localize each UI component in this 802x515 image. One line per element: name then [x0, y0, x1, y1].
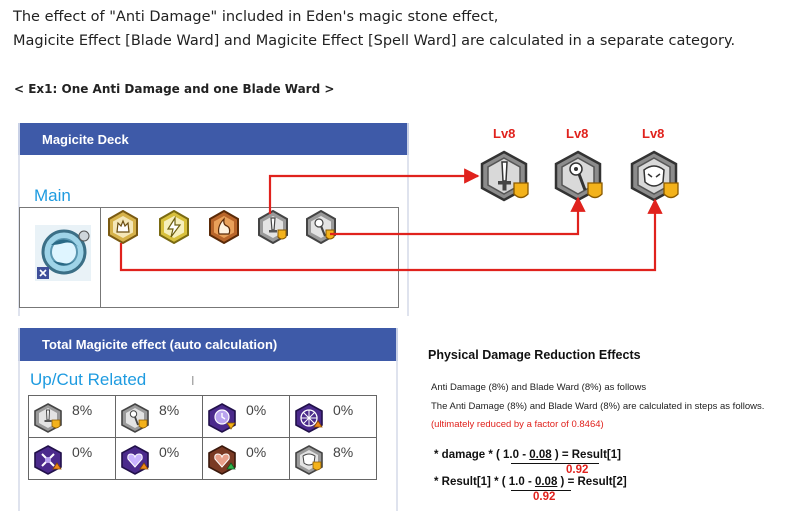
- anti-damage-value: 8%: [333, 444, 354, 460]
- blade-ward-value: 8%: [72, 402, 93, 418]
- arrow-spell-ward: [330, 196, 586, 236]
- arrow-anti-damage: [119, 198, 663, 272]
- effect-cell: 0%: [28, 437, 116, 480]
- arrow-blade-ward: [268, 168, 480, 214]
- wolf-magicite-icon[interactable]: [106, 210, 140, 244]
- time-cut-value: 0%: [246, 402, 267, 418]
- anti-damage-level: Lv8: [642, 126, 665, 141]
- deck-section-label: Main: [34, 186, 71, 205]
- upcut-section-label: Up/Cut Related: [30, 370, 147, 389]
- effect-cell: 0%: [289, 395, 377, 438]
- magicite-deck-header: Magicite Deck: [18, 123, 409, 155]
- formula-2-suffix: ) = Result[2]: [557, 476, 627, 488]
- magic-circle-up-icon: [294, 403, 324, 433]
- effect-cell: 8%: [115, 395, 203, 438]
- total-effect-panel: [18, 361, 398, 511]
- total-effect-header: Total Magicite effect (auto calculation): [18, 328, 398, 361]
- text-cursor: I: [191, 374, 195, 388]
- heal-up-value: 0%: [246, 444, 267, 460]
- blade-ward-icon: [33, 403, 63, 433]
- formula-2-result: 0.92: [533, 491, 556, 503]
- formula-1-fraction-bar: [511, 463, 599, 464]
- blade-ward-level: Lv8: [493, 126, 516, 141]
- magic-circle-up-value: 0%: [333, 402, 354, 418]
- effect-cell: 0%: [115, 437, 203, 480]
- explanation-title: Physical Damage Reduction Effects: [428, 348, 641, 362]
- formula-1: * damage * ( 1.0 - 0.08 ) = Result[1]: [434, 449, 621, 461]
- effect-cell: 0%: [202, 395, 290, 438]
- anti-damage-icon: [294, 445, 324, 475]
- formula-1-suffix: ) = Result[1]: [551, 449, 621, 461]
- eden-magicite-icon[interactable]: [35, 225, 91, 281]
- formula-2-fraction-bar: [511, 490, 571, 491]
- lightning-magicite-icon[interactable]: [157, 210, 191, 244]
- example-heading: < Ex1: One Anti Damage and one Blade War…: [14, 82, 335, 96]
- table-row: 8% 8% 0% 0%: [28, 395, 377, 438]
- anti-damage-large-icon: [628, 150, 682, 204]
- explanation-line-3: (ultimately reduced by a factor of 0.846…: [431, 419, 604, 430]
- heal-up-icon: [207, 445, 237, 475]
- deck-grid-divider: [100, 208, 101, 307]
- formula-2-term: 0.08: [534, 476, 558, 488]
- intro-line-1: The effect of "Anti Damage" included in …: [13, 9, 499, 25]
- magic-shield-up-icon: [33, 445, 63, 475]
- effect-cell: 8%: [28, 395, 116, 438]
- blade-ward-icon[interactable]: [256, 210, 290, 244]
- formula-2-prefix: * Result[1] * ( 1.0 -: [434, 476, 535, 488]
- heart-up-icon: [120, 445, 150, 475]
- fire-magicite-icon[interactable]: [207, 210, 241, 244]
- table-row: 0% 0% 0% 8%: [28, 437, 377, 480]
- effect-cell: 0%: [202, 437, 290, 480]
- explanation-line-1: Anti Damage (8%) and Blade Ward (8%) as …: [431, 382, 647, 393]
- effect-table: 8% 8% 0% 0% 0% 0% 0% 8%: [28, 395, 377, 480]
- blade-ward-large-icon: [478, 150, 532, 204]
- magicite-deck-title: Magicite Deck: [42, 131, 129, 147]
- intro-line-2: Magicite Effect [Blade Ward] and Magicit…: [13, 33, 736, 49]
- spell-ward-icon: [120, 403, 150, 433]
- formula-1-result: 0.92: [566, 464, 589, 476]
- spell-ward-level: Lv8: [566, 126, 589, 141]
- spell-ward-value: 8%: [159, 402, 180, 418]
- formula-2: * Result[1] * ( 1.0 - 0.08 ) = Result[2]: [434, 476, 627, 488]
- spell-ward-icon[interactable]: [304, 210, 338, 244]
- effect-cell: 8%: [289, 437, 377, 480]
- formula-1-term: 0.08: [529, 449, 552, 461]
- explanation-line-2: The Anti Damage (8%) and Blade Ward (8%)…: [431, 401, 765, 412]
- total-effect-title: Total Magicite effect (auto calculation): [42, 337, 278, 352]
- formula-1-prefix: * damage * ( 1.0 -: [434, 449, 530, 461]
- time-cut-icon: [207, 403, 237, 433]
- magic-shield-up-value: 0%: [72, 444, 93, 460]
- heart-up-value: 0%: [159, 444, 180, 460]
